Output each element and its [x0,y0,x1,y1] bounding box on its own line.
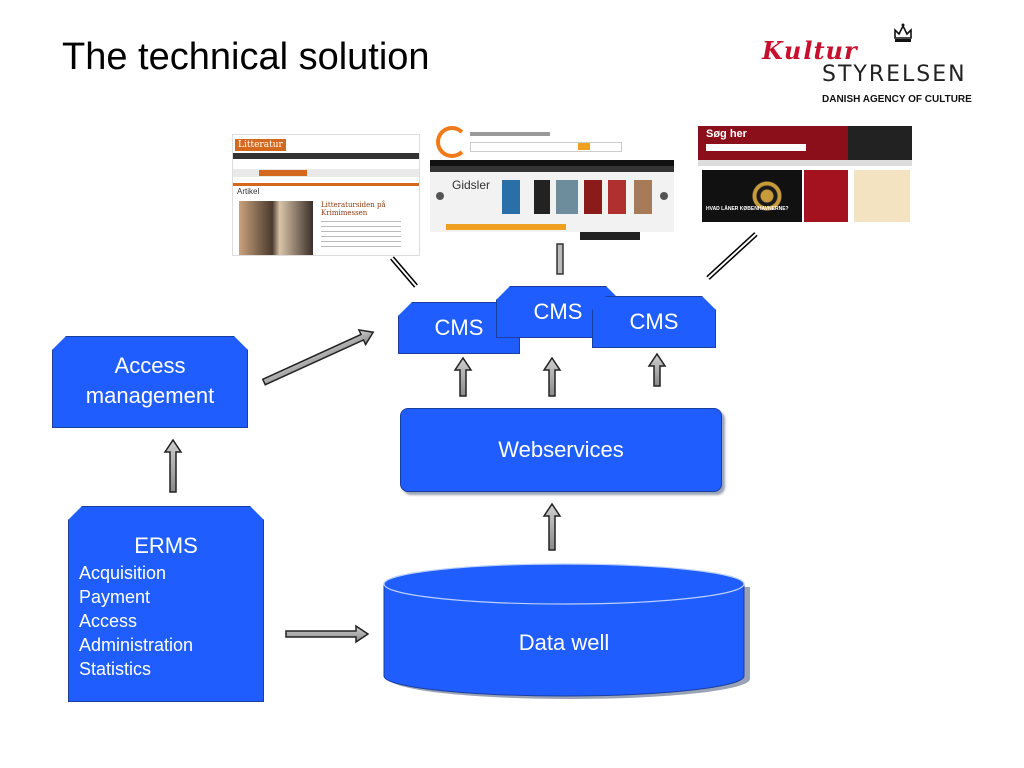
arrow-webservices-to-cms-middle [542,356,562,397]
arrow-webservices-to-cms-left [453,356,473,397]
access-management-line2: management [85,383,215,408]
screenshot-headline: Litteratursiden på Krimimessen [321,201,386,217]
screenshot-litteratursiden: Litteratur Artikel Litteratursiden på Kr… [232,134,420,256]
crown-icon [894,23,912,42]
cms-left-label: CMS [434,315,484,340]
slide-title: The technical solution [62,36,430,78]
cms-box-right: CMS [592,296,716,348]
erms-title: ERMS [134,533,198,558]
webservices-label: Webservices [498,437,624,462]
cms-right-label: CMS [629,309,679,334]
connector-line-left-inner [391,257,417,287]
arrow-erms-to-access [163,438,183,493]
screenshot-tab: Artikel [237,187,260,196]
screenshot-gidsler-heading: Gidsler [452,178,491,192]
erms-item: Access [79,611,138,631]
screenshot-brand: Litteratur [235,139,286,151]
screenshot-banner: HVAD LÅNER KØBENHAVNERNE? [706,206,789,212]
webservices-box: Webservices [400,408,722,492]
arrow-webservices-to-cms-right [647,352,667,387]
logo-wordmark: STYRELSEN [822,62,967,87]
arrow-erms-to-datawell [285,624,370,644]
erms-item: Payment [79,587,151,607]
arrow-access-to-cms [261,328,375,386]
erms-item: Administration [79,635,194,655]
logo-tagline: DANISH AGENCY OF CULTURE [822,94,972,105]
connector-line-right-inner [707,233,757,279]
erms-item: Acquisition [79,563,167,583]
screenshot-kolding-library: Gidsler [430,124,674,242]
erms-item-list: Acquisition Payment Access Administratio… [79,561,193,681]
connector-line-middle [556,243,564,275]
cms-middle-label: CMS [533,299,583,324]
data-well-label: Data well [518,630,610,655]
arrow-datawell-to-webservices [542,502,562,551]
access-management-line1: Access [114,353,186,378]
erms-box: ERMS Acquisition Payment Access Administ… [68,506,264,702]
screenshot-search-heading: Søg her [706,128,747,140]
screenshot-copenhagen-library: Søg her HVAD LÅNER KØBENHAVNERNE? [698,126,912,230]
logo-script-text: Kultur [762,36,858,65]
access-management-box: Access management [52,336,248,428]
erms-item: Statistics [79,659,152,679]
kulturstyrelsen-logo: Kultur STYRELSEN DANISH AGENCY OF CULTUR… [758,22,988,112]
